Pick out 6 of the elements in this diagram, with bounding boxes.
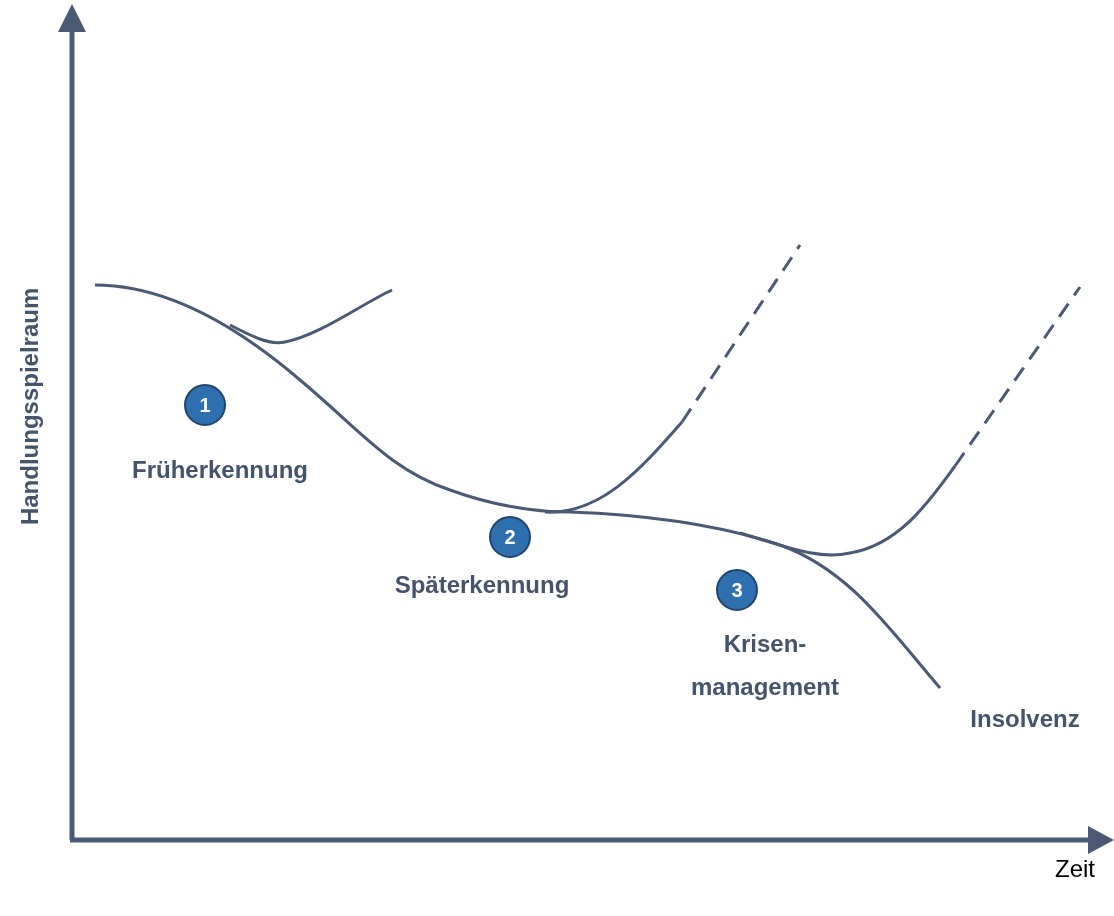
phase-label: Früherkennung — [131, 455, 309, 485]
phase-label: Späterkennung — [393, 570, 571, 600]
axis-label: Zeit — [1054, 855, 1096, 884]
axis-label: Handlungsspielraum — [15, 286, 44, 528]
outcome-label: Insolvenz — [969, 705, 1081, 734]
phase-label: Krisen- management — [689, 629, 840, 703]
